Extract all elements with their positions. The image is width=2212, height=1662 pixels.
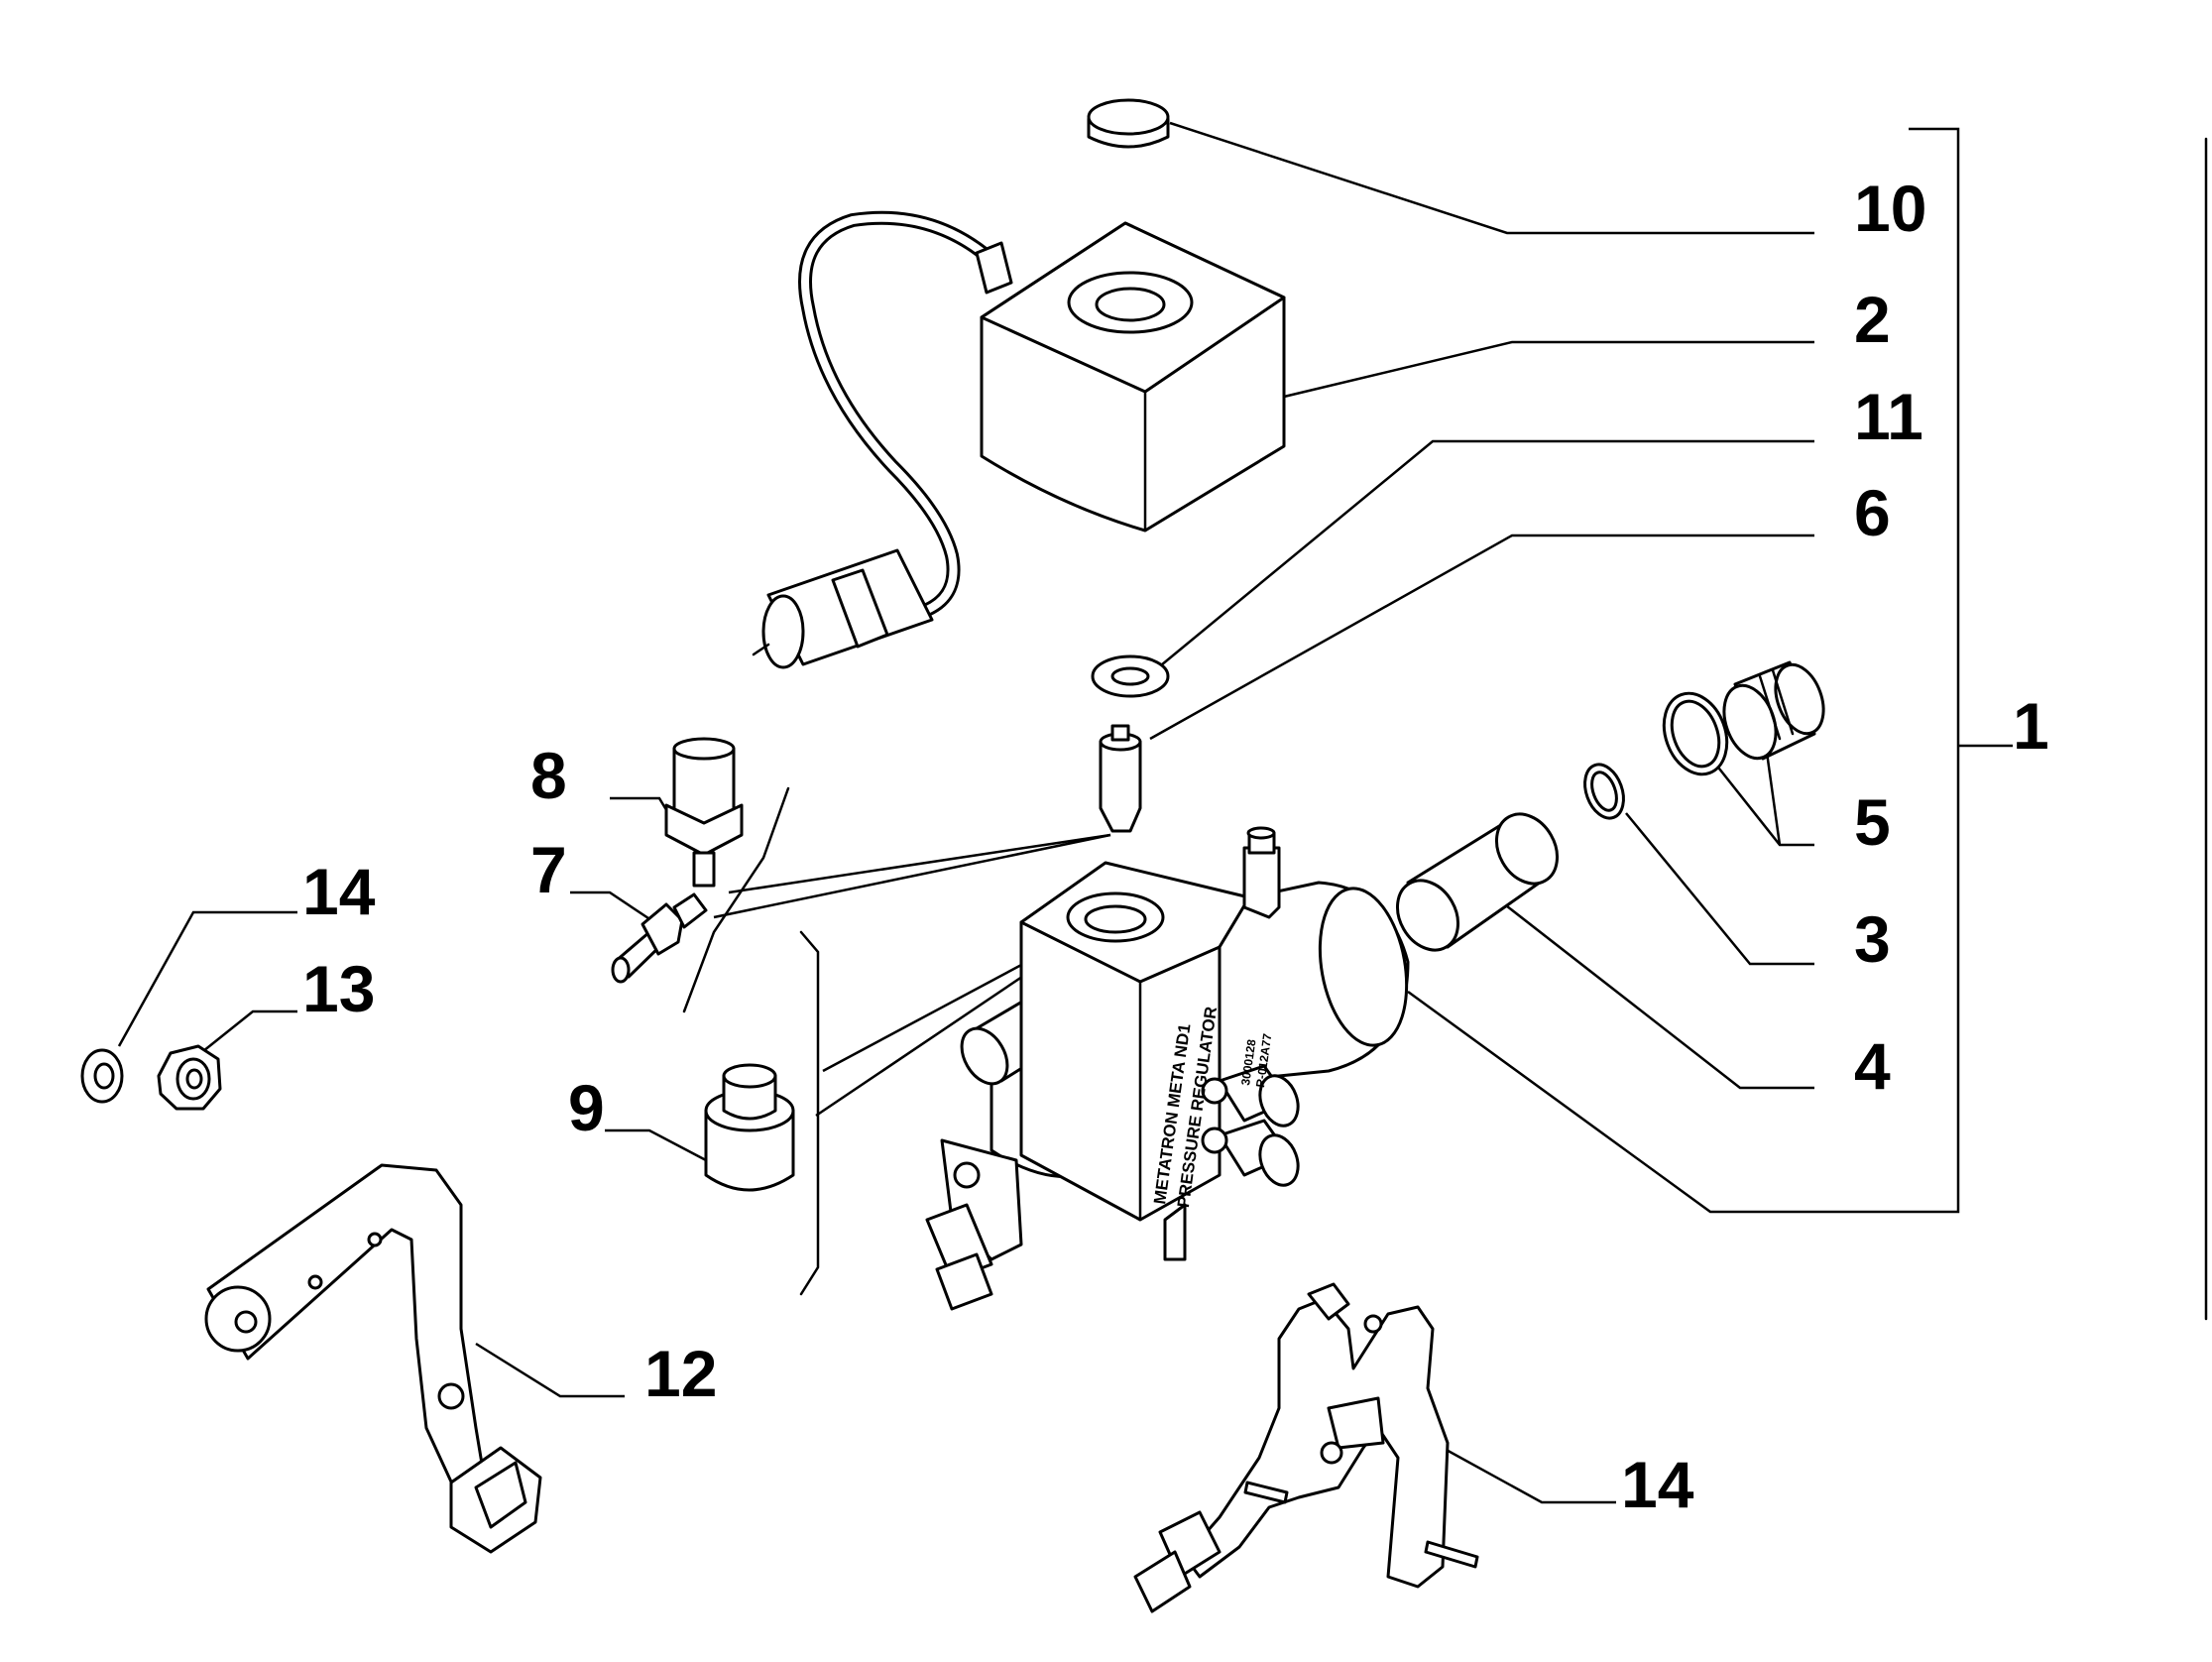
leader-5a xyxy=(1714,763,1814,847)
bracket-1 xyxy=(1909,127,1960,1214)
part-9-plug xyxy=(704,1063,795,1192)
callout-9: 9 xyxy=(568,1071,605,1144)
leader-10 xyxy=(1169,121,1814,235)
leader-14a xyxy=(117,910,297,1047)
part-13-nut xyxy=(157,1044,222,1111)
part-10-cap xyxy=(1087,98,1170,149)
leader-8 xyxy=(610,796,676,824)
callout-5: 5 xyxy=(1854,785,1891,859)
guide-stroke-upper xyxy=(682,786,790,1013)
leader-13 xyxy=(202,1009,297,1052)
callout-10: 10 xyxy=(1854,172,1926,245)
callout-8: 8 xyxy=(530,739,567,812)
callout-12: 12 xyxy=(644,1337,717,1410)
callout-7: 7 xyxy=(530,833,567,906)
leader-body xyxy=(1407,990,1909,1214)
callout-4: 4 xyxy=(1854,1029,1891,1103)
leader-port-8 xyxy=(728,833,1111,894)
part-11-washer xyxy=(1091,654,1170,698)
callout-11: 11 xyxy=(1854,380,1923,453)
callout-3: 3 xyxy=(1854,902,1891,976)
leader-4 xyxy=(1501,901,1814,1090)
part-7-fitting xyxy=(611,892,708,984)
leader-2 xyxy=(1283,340,1814,399)
part-5-seal-set xyxy=(1662,660,1825,776)
callout-14-right: 14 xyxy=(1621,1448,1694,1521)
part-14-mounting-bracket xyxy=(1133,1282,1479,1613)
callout-13: 13 xyxy=(302,952,375,1025)
callout-6: 6 xyxy=(1854,476,1891,549)
leader-11 xyxy=(1149,439,1814,675)
part-6-pin xyxy=(1099,724,1142,833)
part-1-regulator-body: METATRON META ND1 PRESSURE REGULATOR 300… xyxy=(925,826,1410,1311)
leader-14b xyxy=(1442,1446,1616,1504)
regulator-code-line1: 3000128 xyxy=(1238,1038,1258,1087)
callout-1: 1 xyxy=(2013,689,2049,763)
part-12-bracket xyxy=(204,1163,542,1554)
part-3-o-ring xyxy=(1583,763,1625,820)
leader-port-7 xyxy=(713,833,1111,919)
leader-9 xyxy=(605,1128,707,1162)
leader-3 xyxy=(1625,812,1814,966)
part-14-washer xyxy=(80,1048,124,1104)
part-4-sleeve xyxy=(1396,812,1559,952)
callout-14-left: 14 xyxy=(302,855,376,928)
callout-labels: 10 2 11 6 1 5 3 4 8 7 14 13 9 12 14 xyxy=(302,172,2049,1521)
part-2-solenoid-coil xyxy=(752,210,1286,669)
part-8-sensor xyxy=(664,737,744,888)
leader-7 xyxy=(570,890,655,924)
leader-12 xyxy=(475,1342,625,1398)
guide-stroke-lower xyxy=(799,930,820,1296)
leader-6 xyxy=(1149,534,1814,741)
callout-2: 2 xyxy=(1854,283,1891,356)
